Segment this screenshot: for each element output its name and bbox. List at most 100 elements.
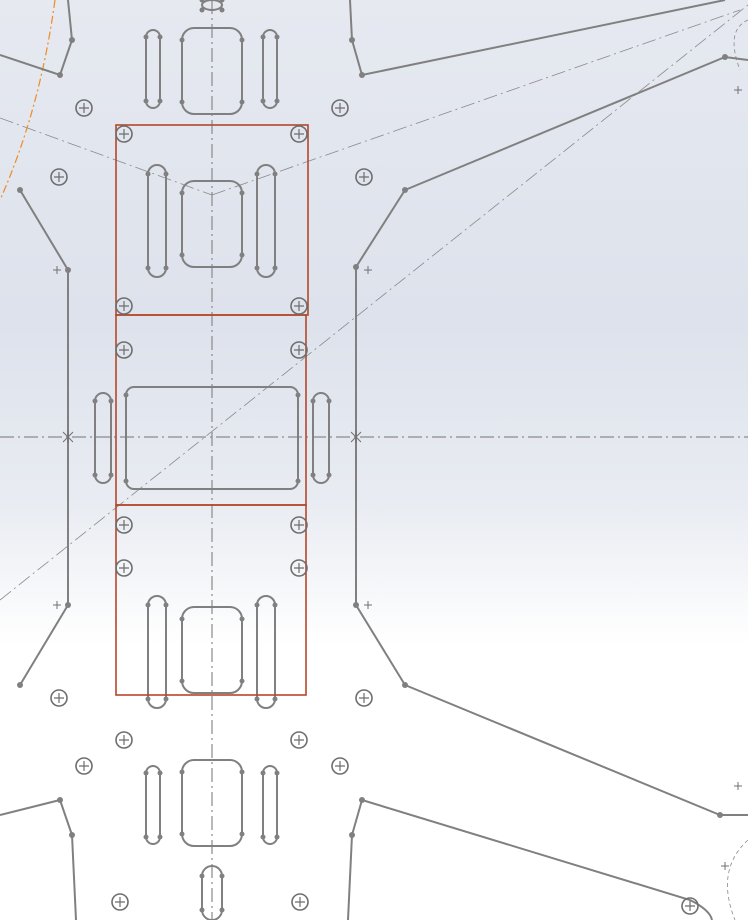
circle-plus-icon[interactable]: [75, 757, 93, 775]
circle-plus-icon[interactable]: [290, 516, 308, 534]
sketch-point-icon[interactable]: [254, 696, 260, 702]
circle-plus-icon[interactable]: [291, 893, 309, 911]
slot[interactable]: [262, 765, 278, 845]
sketch-point-icon[interactable]: [199, 7, 205, 13]
slot[interactable]: [201, 865, 223, 920]
sketch-point-icon[interactable]: [143, 34, 149, 40]
circle-plus-icon[interactable]: [115, 297, 133, 315]
slot[interactable]: [181, 606, 243, 694]
sketch-point-icon[interactable]: [179, 678, 185, 684]
sketch-point-icon[interactable]: [274, 34, 280, 40]
circle-plus-icon[interactable]: [111, 893, 129, 911]
selected-rectangles[interactable]: [115, 124, 309, 696]
sketch-point-icon[interactable]: [123, 392, 129, 398]
sketch-point-icon[interactable]: [272, 696, 278, 702]
circle-plus-icon[interactable]: [115, 341, 133, 359]
sketch-point-icon[interactable]: [295, 478, 301, 484]
sketch-point-icon[interactable]: [179, 190, 185, 196]
sketch-point-icon[interactable]: [69, 37, 75, 43]
sketch-point-icon[interactable]: [359, 72, 365, 78]
sketch-point-icon[interactable]: [145, 602, 151, 608]
sketch-point-icon[interactable]: [163, 171, 169, 177]
sketch-point-icon[interactable]: [163, 602, 169, 608]
sketch-point-icon[interactable]: [69, 832, 75, 838]
circle-plus-icon[interactable]: [115, 125, 133, 143]
slot[interactable]: [181, 759, 243, 847]
circle-plus-icon[interactable]: [290, 731, 308, 749]
sketch-point-icon[interactable]: [274, 98, 280, 104]
sketch-point-icon[interactable]: [179, 769, 185, 775]
circle-plus-icon[interactable]: [115, 516, 133, 534]
slot[interactable]: [181, 27, 243, 115]
sketch-point-icon[interactable]: [157, 34, 163, 40]
sketch-point-icon[interactable]: [65, 602, 71, 608]
circle-plus-icon[interactable]: [331, 99, 349, 117]
sketch-point-icon[interactable]: [274, 834, 280, 840]
sketch-point-icon[interactable]: [123, 478, 129, 484]
slot[interactable]: [256, 595, 276, 709]
sketch-point-icon[interactable]: [260, 98, 266, 104]
outline-segment[interactable]: [0, 798, 77, 920]
sketch-point-icon[interactable]: [272, 265, 278, 271]
sketch-point-icon[interactable]: [353, 602, 359, 608]
sketch-point-icon[interactable]: [239, 769, 245, 775]
slots[interactable]: [92, 0, 332, 920]
sketch-point-icon[interactable]: [260, 834, 266, 840]
sketch-point-icon[interactable]: [359, 797, 365, 803]
circle-plus-icon[interactable]: [681, 897, 699, 915]
slot[interactable]: [125, 386, 299, 490]
sketch-point-icon[interactable]: [157, 770, 163, 776]
holes[interactable]: [50, 86, 742, 915]
slot[interactable]: [94, 392, 112, 484]
sketch-point-icon[interactable]: [260, 770, 266, 776]
sketch-point-icon[interactable]: [143, 770, 149, 776]
selected-rectangle[interactable]: [115, 504, 307, 696]
sketch-point-icon[interactable]: [254, 171, 260, 177]
sketch-point-icon[interactable]: [145, 265, 151, 271]
sketch-point-icon[interactable]: [163, 265, 169, 271]
circle-plus-icon[interactable]: [115, 559, 133, 577]
sketch-point-icon[interactable]: [254, 265, 260, 271]
sketch-point-icon[interactable]: [17, 682, 23, 688]
sketch-point-icon[interactable]: [349, 832, 355, 838]
sketch-point-icon[interactable]: [272, 171, 278, 177]
circle-plus-icon[interactable]: [290, 559, 308, 577]
sketch-point-icon[interactable]: [179, 99, 185, 105]
slot[interactable]: [181, 180, 243, 268]
sketch-point-icon[interactable]: [65, 267, 71, 273]
sketch-point-icon[interactable]: [254, 602, 260, 608]
sketch-point-icon[interactable]: [57, 72, 63, 78]
sketch-point-icon[interactable]: [239, 37, 245, 43]
slot[interactable]: [147, 595, 167, 709]
sketch-point-icon[interactable]: [157, 98, 163, 104]
sketch-point-icon[interactable]: [179, 616, 185, 622]
circle-plus-icon[interactable]: [115, 731, 133, 749]
circle-plus-icon[interactable]: [290, 125, 308, 143]
slot[interactable]: [262, 29, 278, 109]
sketch-point-icon[interactable]: [108, 472, 114, 478]
sketch-point-icon[interactable]: [108, 398, 114, 404]
sketch-point-icon[interactable]: [199, 0, 205, 3]
sketch-point-icon[interactable]: [402, 682, 408, 688]
sketch-point-icon[interactable]: [163, 696, 169, 702]
outline-segment[interactable]: [0, 0, 74, 77]
sketch-point-icon[interactable]: [239, 678, 245, 684]
sketch-point-icon[interactable]: [199, 907, 205, 913]
highlighted-arc[interactable]: [0, 0, 56, 201]
sketch-point-icon[interactable]: [239, 190, 245, 196]
sketch-point-icon[interactable]: [145, 696, 151, 702]
sketch-point-icon[interactable]: [239, 252, 245, 258]
sketch-point-icon[interactable]: [143, 834, 149, 840]
sketch-point-icon[interactable]: [310, 398, 316, 404]
sketch-point-icon[interactable]: [239, 99, 245, 105]
sketch-point-icon[interactable]: [57, 797, 63, 803]
sketch-point-icon[interactable]: [199, 873, 205, 879]
slot[interactable]: [147, 164, 167, 278]
circle-plus-icon[interactable]: [75, 99, 93, 117]
sketch-point-icon[interactable]: [17, 187, 23, 193]
sketch-point-icon[interactable]: [295, 392, 301, 398]
sketch-point-icon[interactable]: [179, 831, 185, 837]
sketch-point-icon[interactable]: [145, 171, 151, 177]
